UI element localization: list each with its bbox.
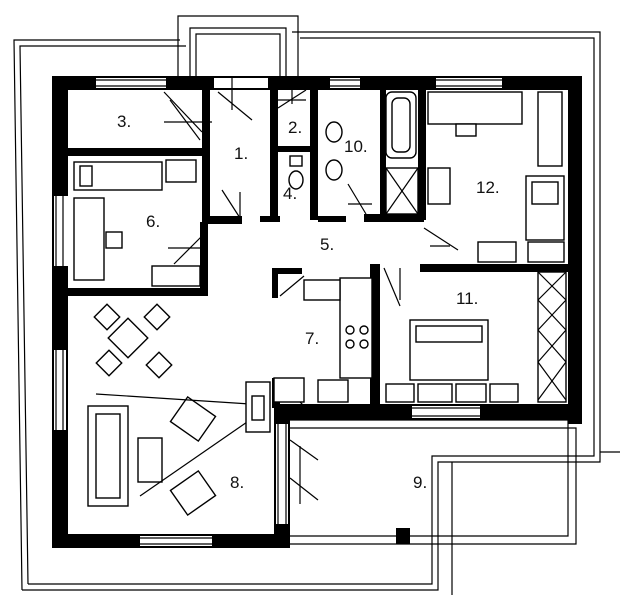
entrance-porch xyxy=(177,15,299,76)
bathroom-fixtures xyxy=(288,91,419,215)
room-label-6: 6. xyxy=(146,212,160,231)
storage-diagonal xyxy=(169,99,201,141)
room-label-5: 5. xyxy=(320,235,334,254)
room12-furniture xyxy=(427,91,565,263)
room-label-10: 10. xyxy=(344,137,368,156)
kitchen-fixtures xyxy=(273,277,373,403)
room-label-7: 7. xyxy=(305,329,319,348)
room-label-12: 12. xyxy=(476,178,500,197)
room-label-1: 1. xyxy=(234,144,248,163)
windows xyxy=(54,78,502,546)
room6-furniture xyxy=(73,159,201,287)
interior-walls xyxy=(60,84,580,410)
bedroom11-furniture xyxy=(385,271,567,403)
room-labels: 1. 2. 3. 4. 5. 6. 7. 8. 9. 10. 11. 12. xyxy=(117,112,500,492)
room-label-8: 8. xyxy=(230,473,244,492)
room-label-2: 2. xyxy=(288,118,302,137)
room-label-3: 3. xyxy=(117,112,131,131)
roof-outline xyxy=(13,31,620,595)
living-dining-furniture xyxy=(87,303,271,517)
room-label-11: 11. xyxy=(456,289,478,308)
room-label-9: 9. xyxy=(413,473,427,492)
room-label-4: 4. xyxy=(283,184,297,203)
